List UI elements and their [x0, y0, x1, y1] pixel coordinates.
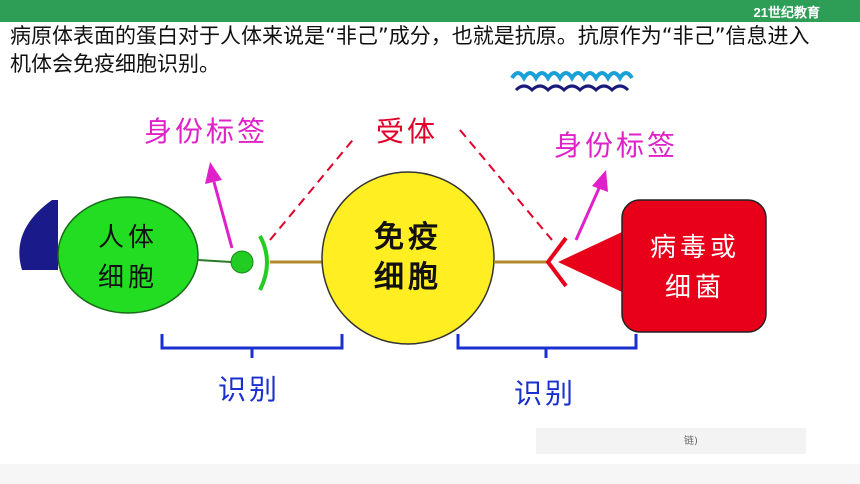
- virus-image-fragment: [500, 68, 640, 98]
- receptor-label: 受体: [376, 115, 439, 148]
- dash-left: [269, 135, 357, 241]
- recognize-label-right: 识别: [514, 377, 577, 410]
- footnote-text: 链): [684, 436, 698, 447]
- recognize-label-left: 识别: [218, 373, 281, 406]
- receptor-right: [545, 236, 568, 288]
- bracket-left: [160, 334, 344, 358]
- pathogen-line1: 病毒或: [649, 233, 740, 263]
- immune-cell-label: 免疫 细胞: [348, 218, 468, 298]
- identity-tag-label-left: 身份标签: [144, 115, 269, 148]
- dash-right: [459, 129, 553, 241]
- human-cell: [57, 196, 199, 314]
- human-cell-line1: 人体: [97, 223, 158, 253]
- left-partial-shape: [19, 200, 58, 270]
- receptor-left: [258, 235, 269, 291]
- identity-tag-label-right: 身份标签: [554, 129, 679, 162]
- pathogen-line2: 细菌: [664, 273, 725, 303]
- self-antigen: [230, 250, 254, 274]
- tag-arrow-left: [205, 162, 222, 184]
- brand-logo: 21世纪教育: [753, 5, 820, 20]
- immune-cell-line2: 细胞: [374, 260, 442, 295]
- immune-cell-line1: 免疫: [374, 220, 442, 255]
- tag-arrow-right: [592, 170, 608, 192]
- pathogen-cell: [621, 199, 767, 333]
- human-cell-line2: 细胞: [97, 263, 158, 293]
- human-cell-label: 人体 细胞: [68, 218, 188, 298]
- bracket-right: [456, 334, 638, 358]
- bottom-strip: [0, 464, 860, 484]
- top-banner: 21世纪教育: [0, 0, 860, 22]
- pathogen-label: 病毒或 细菌: [628, 228, 762, 308]
- intro-text: 病原体表面的蛋白对于人体来说是“非己”成分，也就是抗原。抗原作为“非己”信息进入…: [10, 24, 810, 76]
- non-self-antigen: [558, 232, 622, 292]
- immune-cell: [321, 171, 495, 345]
